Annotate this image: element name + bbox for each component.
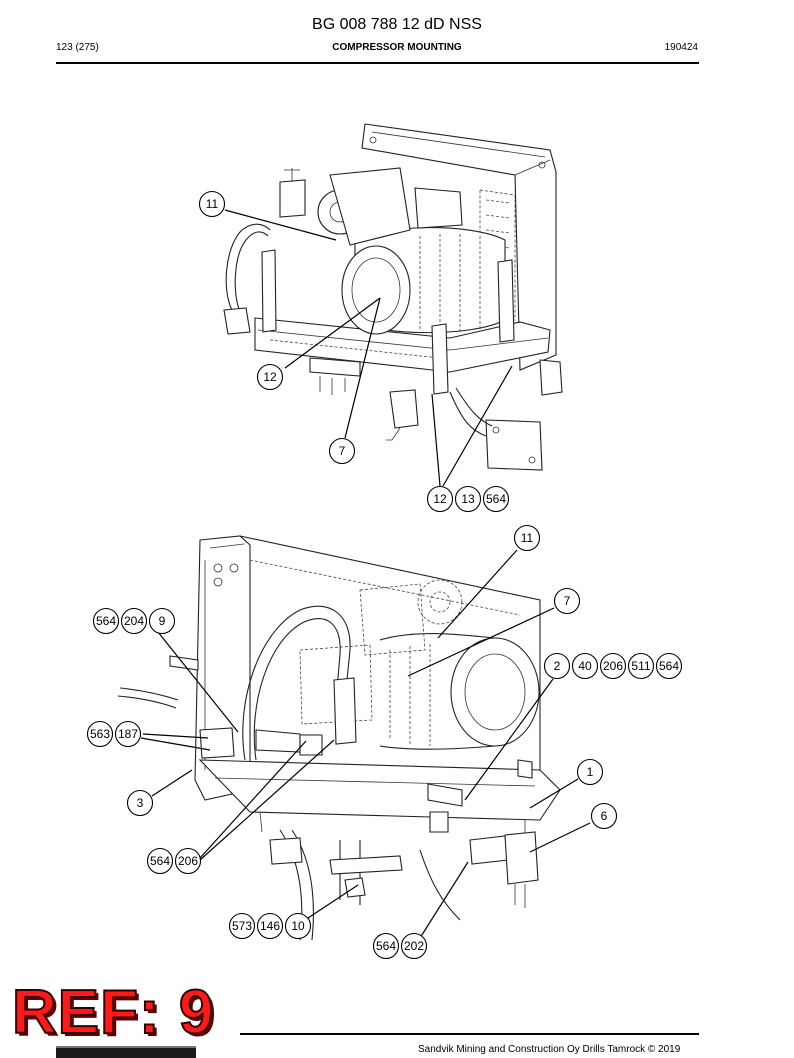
callout-balloon[interactable]: 11 (513, 524, 541, 552)
callout-balloon[interactable]: 2 (543, 652, 571, 680)
svg-text:563: 563 (90, 727, 110, 741)
footer-copyright: Sandvik Mining and Construction Oy Drill… (418, 1044, 681, 1055)
svg-text:564: 564 (376, 939, 396, 953)
svg-text:11: 11 (521, 531, 534, 545)
svg-text:2: 2 (554, 659, 561, 673)
svg-text:573: 573 (232, 919, 252, 933)
page-number: 123 (275) (56, 42, 99, 53)
callout-balloon[interactable]: 511 (627, 652, 655, 680)
callout-balloon[interactable]: 40 (571, 652, 599, 680)
callout-balloon[interactable]: 1 (576, 758, 604, 786)
svg-text:10: 10 (291, 919, 305, 933)
header-rule (56, 62, 699, 64)
svg-text:11: 11 (206, 197, 219, 211)
callout-balloons-bottom: 11 7 564 204 9 2 40 206 511 564 563 187 … (86, 524, 683, 960)
svg-text:7: 7 (339, 444, 346, 458)
callout-balloon[interactable]: 204 (120, 607, 148, 635)
callout-balloon[interactable]: 13 (454, 485, 482, 513)
callout-balloon[interactable]: 563 (86, 720, 114, 748)
callout-balloon[interactable]: 10 (284, 912, 312, 940)
svg-text:206: 206 (603, 659, 623, 673)
svg-text:3: 3 (137, 796, 144, 810)
svg-text:206: 206 (178, 854, 198, 868)
svg-text:564: 564 (659, 659, 679, 673)
callout-balloon[interactable]: 564 (146, 847, 174, 875)
svg-text:1: 1 (587, 765, 594, 779)
svg-text:13: 13 (461, 492, 475, 506)
svg-text:204: 204 (124, 614, 144, 628)
footer-rule (240, 1033, 699, 1035)
svg-text:564: 564 (150, 854, 170, 868)
section-title: COMPRESSOR MOUNTING (332, 42, 462, 53)
svg-text:40: 40 (578, 659, 592, 673)
callout-balloon[interactable]: 564 (92, 607, 120, 635)
callout-balloon[interactable]: 7 (328, 437, 356, 465)
leader-lines (140, 209, 591, 939)
date-code: 190424 (664, 42, 698, 53)
callout-balloon[interactable]: 6 (590, 802, 618, 830)
svg-text:7: 7 (564, 594, 571, 608)
ref-stamp: REF: 9 (11, 978, 215, 1047)
svg-text:12: 12 (263, 370, 277, 384)
callout-balloon[interactable]: 12 (256, 363, 284, 391)
svg-text:564: 564 (96, 614, 116, 628)
callout-balloon[interactable]: 9 (148, 607, 176, 635)
callout-balloon[interactable]: 146 (256, 912, 284, 940)
callout-balloon[interactable]: 564 (655, 652, 683, 680)
svg-text:511: 511 (631, 659, 650, 673)
svg-text:12: 12 (433, 492, 447, 506)
svg-text:202: 202 (404, 939, 424, 953)
callout-balloon[interactable]: 3 (126, 789, 154, 817)
svg-text:6: 6 (601, 809, 608, 823)
callout-balloon[interactable]: 573 (228, 912, 256, 940)
callout-balloons-top: 11 12 7 12 13 564 (198, 190, 510, 513)
svg-text:146: 146 (260, 919, 280, 933)
svg-text:9: 9 (159, 614, 166, 628)
callout-balloon[interactable]: 564 (372, 932, 400, 960)
brand-logo-strip (56, 1046, 196, 1058)
callout-balloon[interactable]: 11 (198, 190, 226, 218)
document-title: BG 008 788 12 dD NSS (312, 16, 482, 33)
callout-balloon[interactable]: 206 (174, 847, 202, 875)
callout-balloon[interactable]: 202 (400, 932, 428, 960)
callout-balloon[interactable]: 12 (426, 485, 454, 513)
callout-balloon[interactable]: 206 (599, 652, 627, 680)
callout-balloon[interactable]: 7 (553, 587, 581, 615)
svg-text:564: 564 (486, 492, 506, 506)
top-assembly-drawing (223, 123, 563, 471)
callout-balloon[interactable]: 187 (114, 720, 142, 748)
bottom-assembly-drawing (117, 535, 561, 941)
svg-text:187: 187 (118, 727, 138, 741)
callout-balloon[interactable]: 564 (482, 485, 510, 513)
